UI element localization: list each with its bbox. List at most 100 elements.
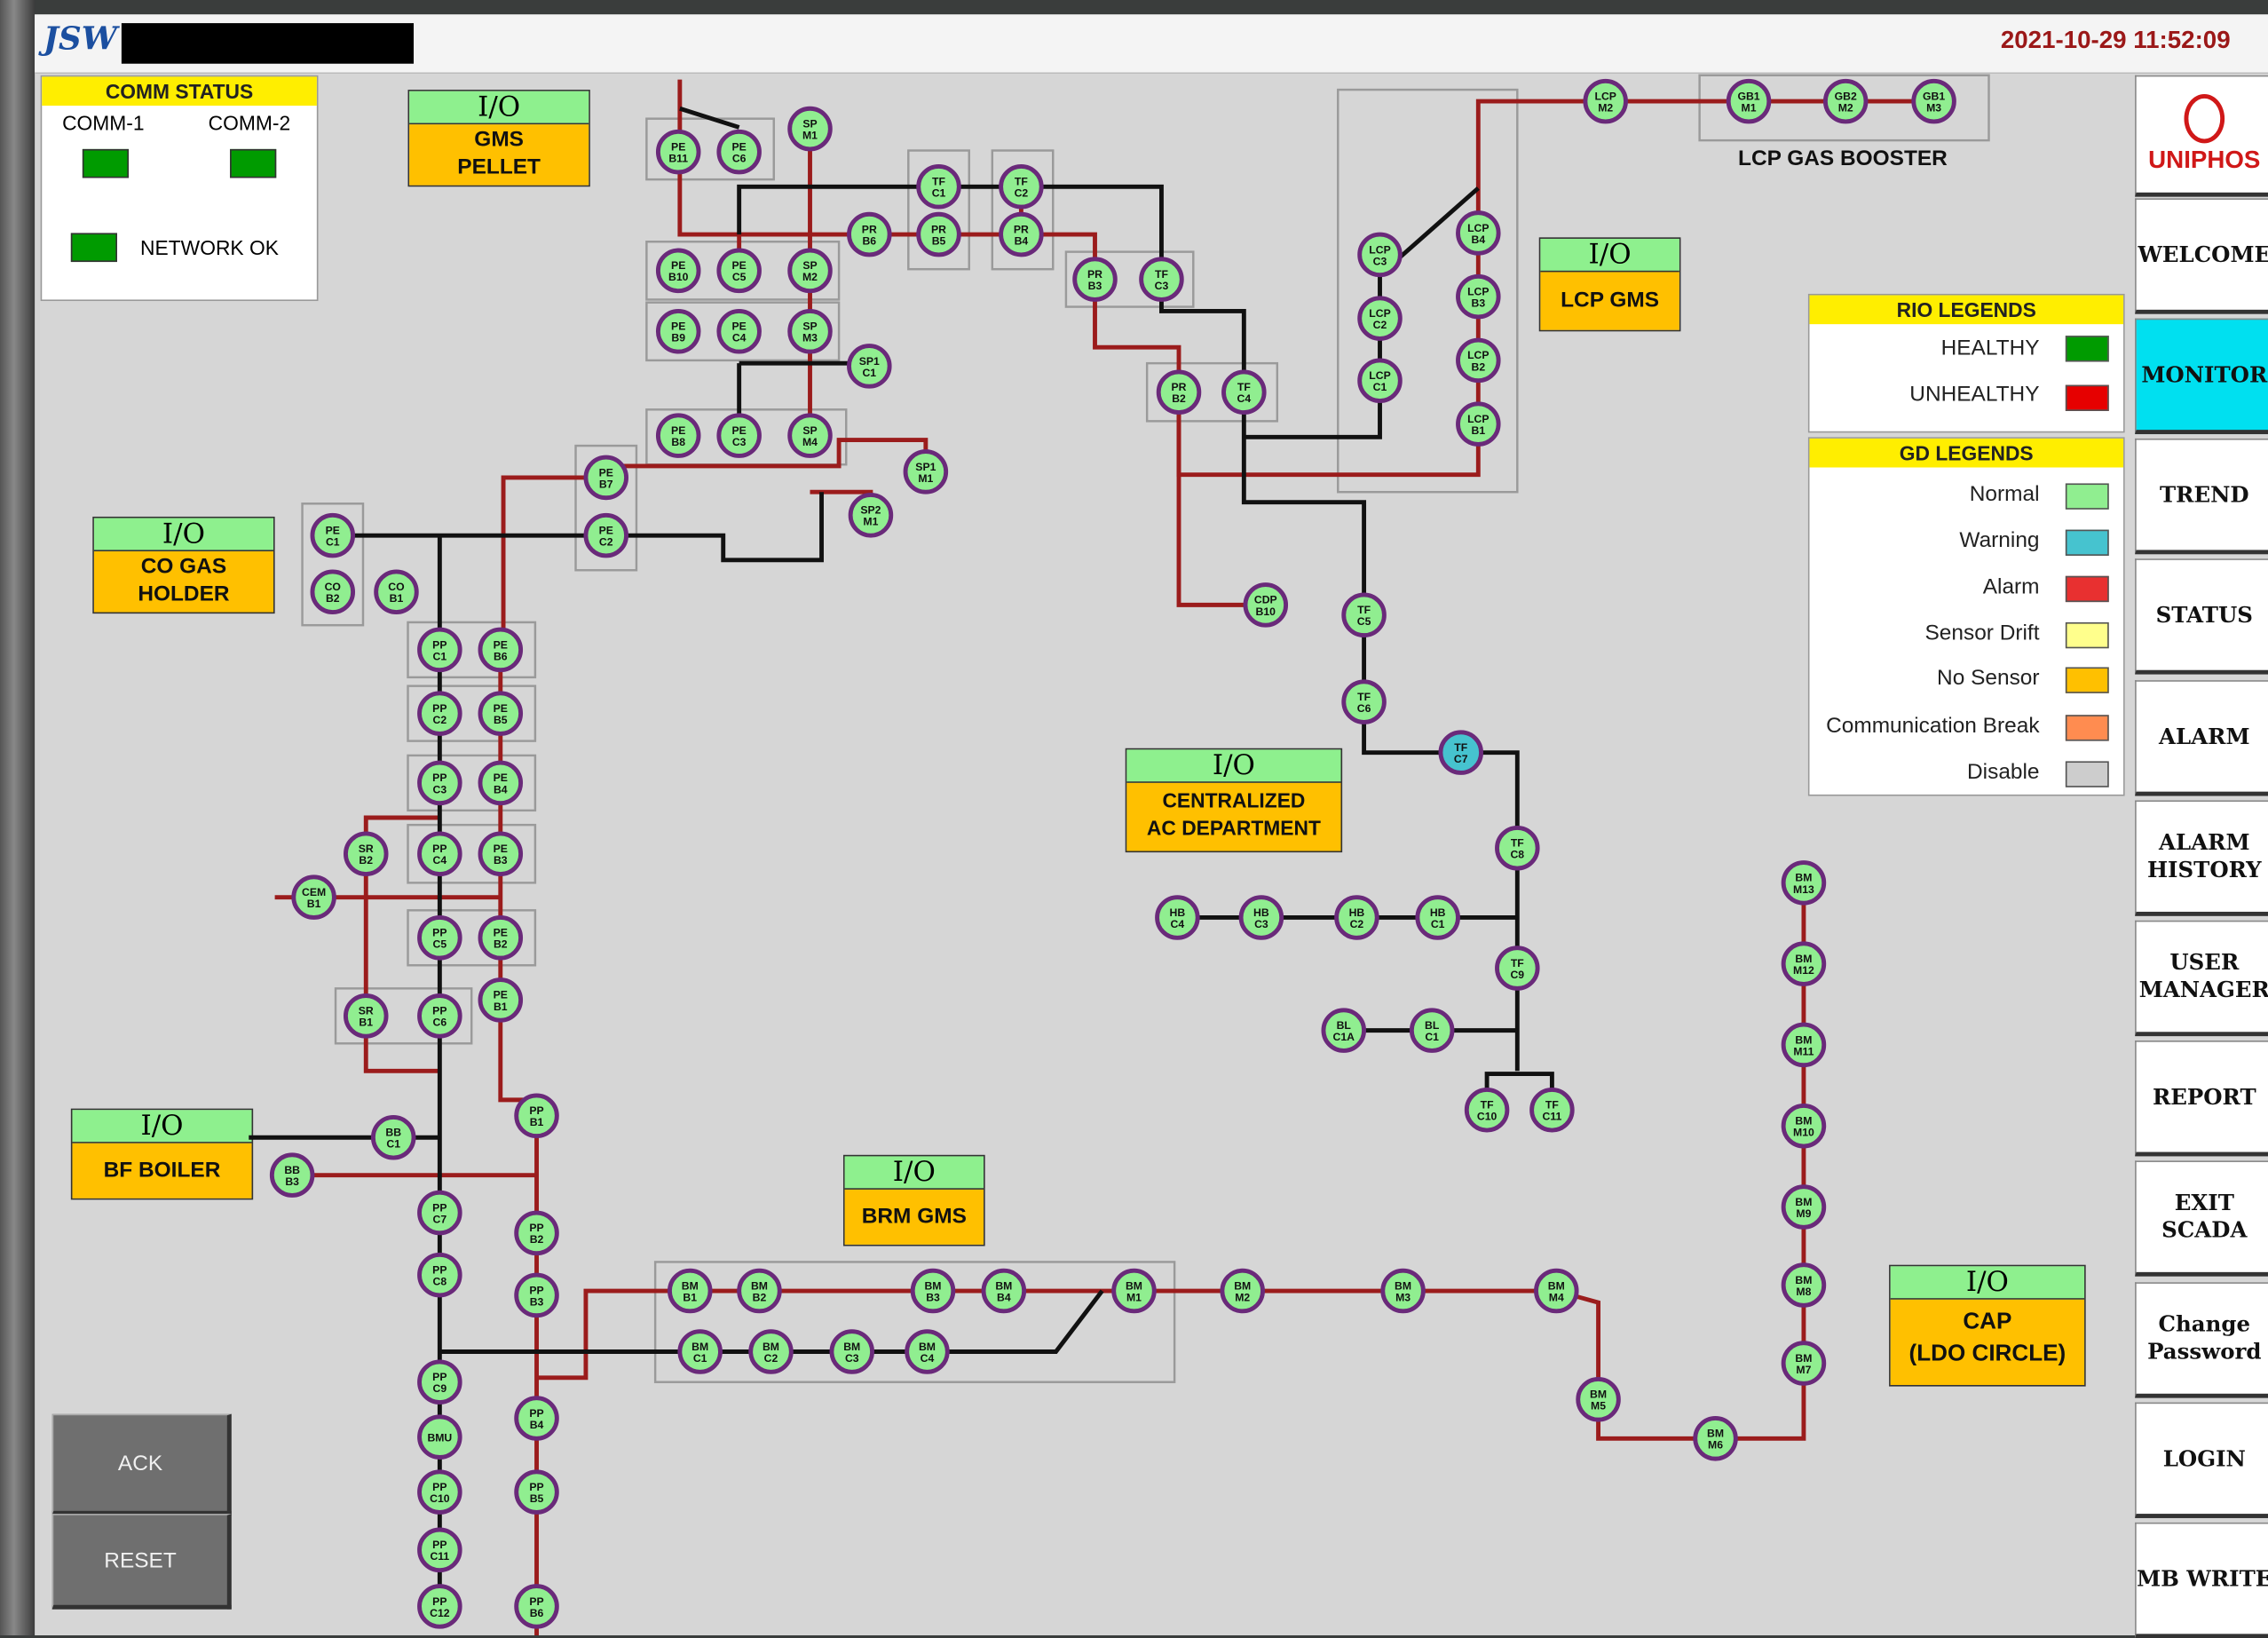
reset-button[interactable]: RESET <box>51 1514 232 1610</box>
io-co-gas-holder[interactable]: I/O CO GAS HOLDER <box>92 516 275 614</box>
io-brm-gms[interactable]: I/O BRM GMS <box>842 1154 985 1246</box>
nav-welcome[interactable]: WELCOME <box>2135 198 2268 314</box>
io-cap-ldo[interactable]: I/O CAP (LDO CIRCLE) <box>1889 1264 2086 1387</box>
nav-alarm-history[interactable]: ALARM HISTORY <box>2135 800 2268 916</box>
ack-button[interactable]: ACK <box>51 1413 232 1515</box>
io-gms-pellet[interactable]: I/O GMS PELLET <box>407 90 590 187</box>
io-lcp-gms[interactable]: I/O LCP GMS <box>1538 237 1681 332</box>
nav-alarm[interactable]: ALARM <box>2135 680 2268 796</box>
gas-detector-bmu[interactable]: BMU <box>417 1414 462 1460</box>
nav-monitor[interactable]: MONITOR <box>2135 318 2268 435</box>
nav-exit-scada[interactable]: EXIT SCADA <box>2135 1160 2268 1277</box>
nav-change-password[interactable]: Change Password <box>2135 1282 2268 1398</box>
nav-user-manager[interactable]: USER MANAGER <box>2135 920 2268 1037</box>
nav-report[interactable]: REPORT <box>2135 1041 2268 1157</box>
nav-trend[interactable]: TREND <box>2135 438 2268 555</box>
io-bf-boiler[interactable]: I/O BF BOILER <box>70 1108 254 1200</box>
